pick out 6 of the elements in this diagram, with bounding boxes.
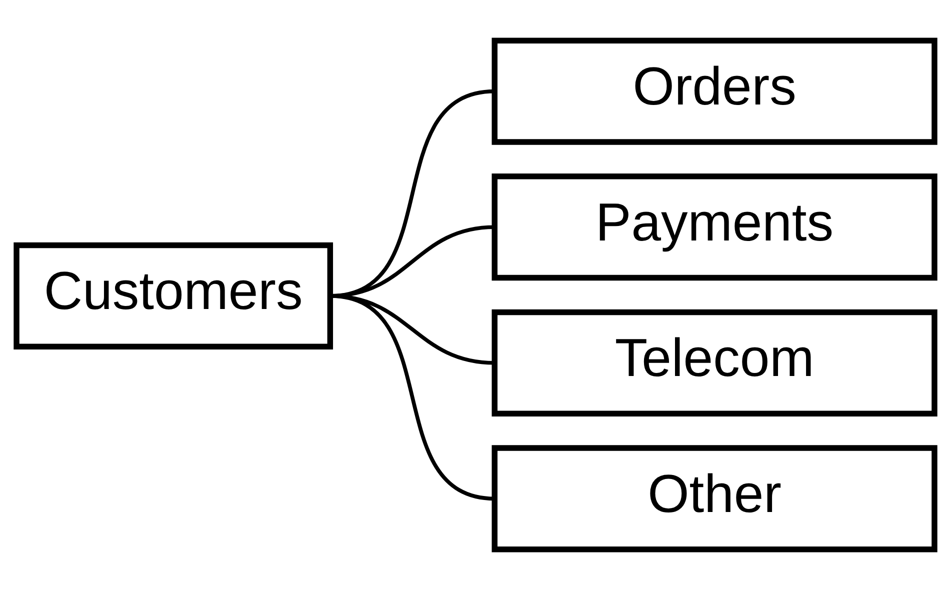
node-box: Orders (492, 38, 938, 145)
connector (330, 294, 495, 501)
node-box: Telecom (492, 309, 938, 416)
node-box: Customers (14, 242, 334, 350)
node-box: Payments (492, 174, 938, 281)
node-box: Other (492, 445, 938, 552)
